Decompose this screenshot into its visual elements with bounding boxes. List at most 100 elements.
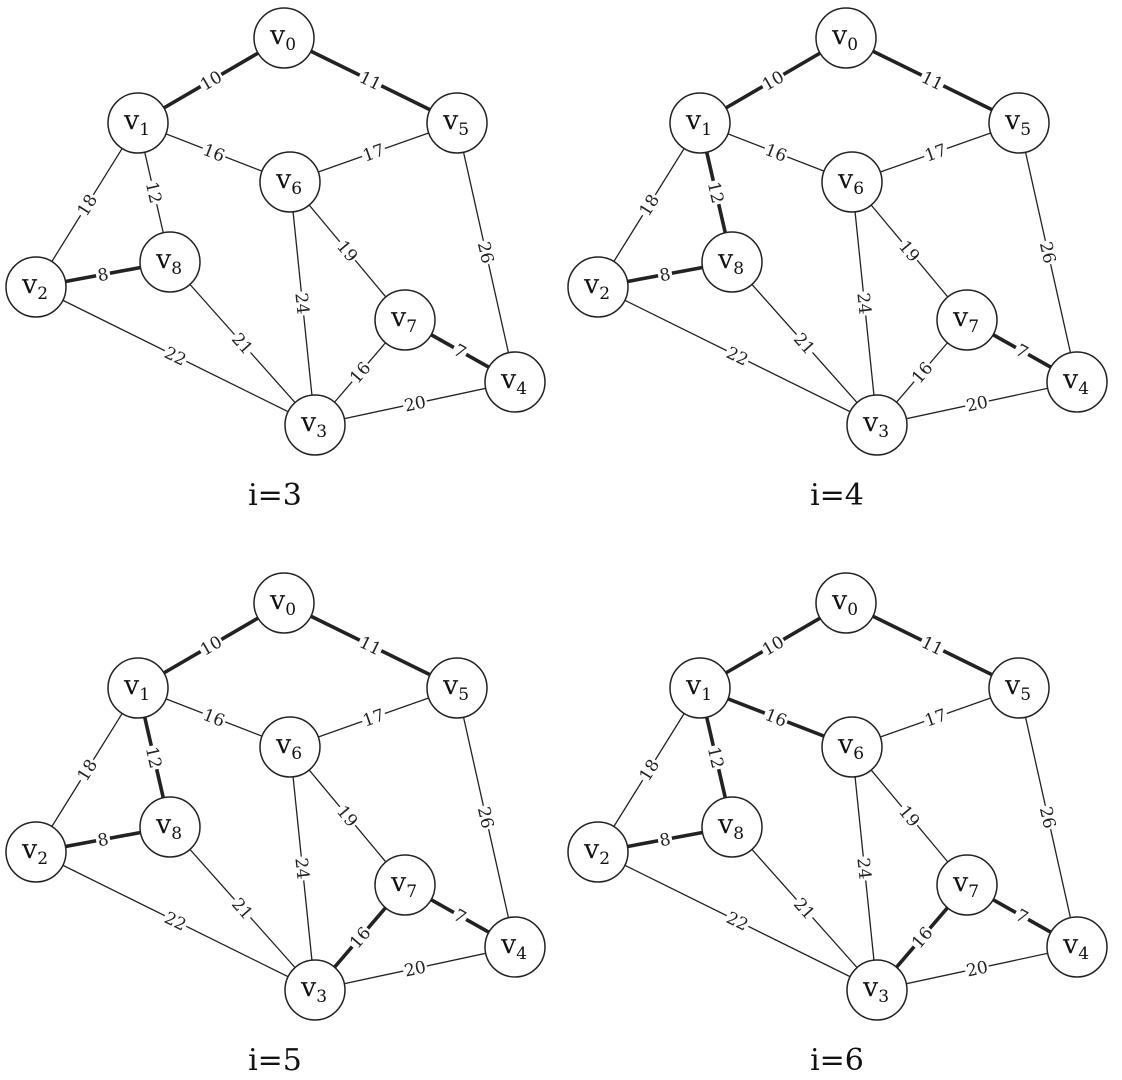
edge-weight-label: 20	[403, 957, 428, 981]
edge-weight-v1-v6: 16	[199, 139, 229, 167]
node-label: v2	[583, 834, 610, 869]
edge-weight-label: 26	[473, 805, 497, 830]
node-label: v3	[300, 407, 327, 442]
edge-weight-v6-v3: 24	[852, 855, 875, 882]
node-v6: v6	[259, 151, 321, 213]
node-label: v6	[275, 164, 302, 199]
edge-weight-v5-v4: 26	[473, 238, 498, 267]
edge-weight-label: 12	[141, 745, 165, 771]
node-v0: v0	[815, 7, 877, 69]
edge-weight-v0-v5: 11	[355, 632, 386, 660]
node-v5: v5	[988, 657, 1050, 719]
edge-weight-label: 10	[759, 67, 788, 95]
edge-weight-label: 16	[762, 140, 789, 166]
node-label: v4	[500, 364, 527, 399]
edge-weight-label: 18	[74, 191, 102, 220]
node-label: v8	[717, 244, 744, 279]
edge-weight-v0-v1: 10	[196, 66, 226, 95]
node-label: v3	[862, 407, 889, 442]
edge-weight-v1-v2: 18	[635, 755, 664, 785]
edge-weight-label: 11	[918, 633, 946, 660]
edge-weight-label: 22	[723, 343, 751, 371]
edge-weight-v7-v4: 7	[449, 904, 471, 928]
node-v3: v3	[284, 394, 346, 456]
edge-weight-label: 11	[356, 68, 384, 95]
node-v2: v2	[5, 256, 67, 318]
edge-weight-label: 20	[403, 392, 428, 416]
node-label: v7	[390, 302, 417, 337]
panel-caption-3: i=5	[248, 1043, 302, 1078]
edge-weight-v2-v8: 8	[94, 264, 112, 287]
node-label: v0	[269, 585, 296, 620]
edge-weight-v2-v3: 22	[722, 342, 753, 371]
edge-weight-v2-v8: 8	[94, 829, 112, 852]
node-label: v3	[300, 972, 327, 1007]
edge-weight-v6-v3: 24	[290, 855, 313, 882]
edge-weight-v1-v6: 16	[199, 704, 229, 732]
edge-weight-label: 11	[356, 633, 384, 660]
edge-weight-label: 24	[852, 292, 874, 316]
edge-weight-v1-v8: 12	[703, 178, 728, 207]
node-v6: v6	[259, 716, 321, 778]
node-label: v1	[123, 105, 150, 140]
edge-weight-label: 18	[74, 756, 102, 785]
edge-weight-v1-v2: 18	[635, 190, 664, 220]
edge-weight-v2-v3: 22	[160, 342, 191, 371]
node-v0: v0	[815, 572, 877, 634]
edge-weight-v5-v4: 26	[1035, 803, 1060, 832]
node-v8: v8	[139, 796, 201, 858]
node-v5: v5	[426, 92, 488, 154]
node-v1: v1	[669, 92, 731, 154]
node-v6: v6	[821, 151, 883, 213]
node-label: v7	[952, 302, 979, 337]
edge-weight-v7-v4: 7	[1011, 904, 1033, 928]
edge-weight-label: 22	[723, 908, 751, 936]
node-label: v5	[1004, 670, 1031, 705]
node-label: v4	[1062, 929, 1089, 964]
node-v1: v1	[107, 92, 169, 154]
node-v7: v7	[374, 289, 436, 351]
node-label: v1	[685, 670, 712, 705]
edge-weight-v1-v2: 18	[73, 755, 102, 785]
edge-weight-v3-v4: 20	[401, 957, 429, 982]
edge-weight-v5-v4: 26	[473, 803, 498, 832]
edge-weight-v5-v4: 26	[1035, 238, 1060, 267]
node-label: v5	[442, 105, 469, 140]
panel-caption-1: i=3	[248, 478, 302, 513]
edge-weight-label: 8	[96, 265, 110, 287]
edge-weight-v1-v2: 18	[73, 190, 102, 220]
node-label: v1	[685, 105, 712, 140]
edge-weight-v0-v1: 10	[758, 66, 788, 95]
panel-caption-2: i=4	[810, 478, 864, 513]
node-label: v8	[155, 809, 182, 844]
edge-weight-v3-v4: 20	[963, 957, 991, 982]
node-label: v0	[269, 20, 296, 55]
edge-weight-label: 22	[161, 908, 189, 936]
edge-weight-label: 26	[473, 240, 497, 265]
edge-weight-label: 16	[200, 705, 227, 731]
node-label: v5	[442, 670, 469, 705]
edge-weight-v1-v8: 12	[141, 178, 166, 207]
panel-caption-4: i=6	[810, 1043, 864, 1078]
edge-weight-v5-v6: 17	[921, 140, 950, 166]
node-label: v6	[275, 729, 302, 764]
node-v4: v4	[484, 916, 546, 978]
node-v7: v7	[374, 854, 436, 916]
edge-weight-label: 8	[96, 830, 110, 852]
edge-weight-v7-v4: 7	[1011, 339, 1033, 363]
edge-weight-v6-v3: 24	[290, 290, 313, 317]
node-label: v7	[390, 867, 417, 902]
node-v4: v4	[1046, 351, 1108, 413]
node-v7: v7	[936, 289, 998, 351]
edge-weight-label: 10	[197, 632, 226, 660]
node-label: v0	[831, 20, 858, 55]
node-label: v8	[155, 244, 182, 279]
edge-weight-label: 12	[141, 180, 165, 206]
node-label: v1	[123, 670, 150, 705]
edge-weight-v5-v6: 17	[359, 705, 388, 731]
